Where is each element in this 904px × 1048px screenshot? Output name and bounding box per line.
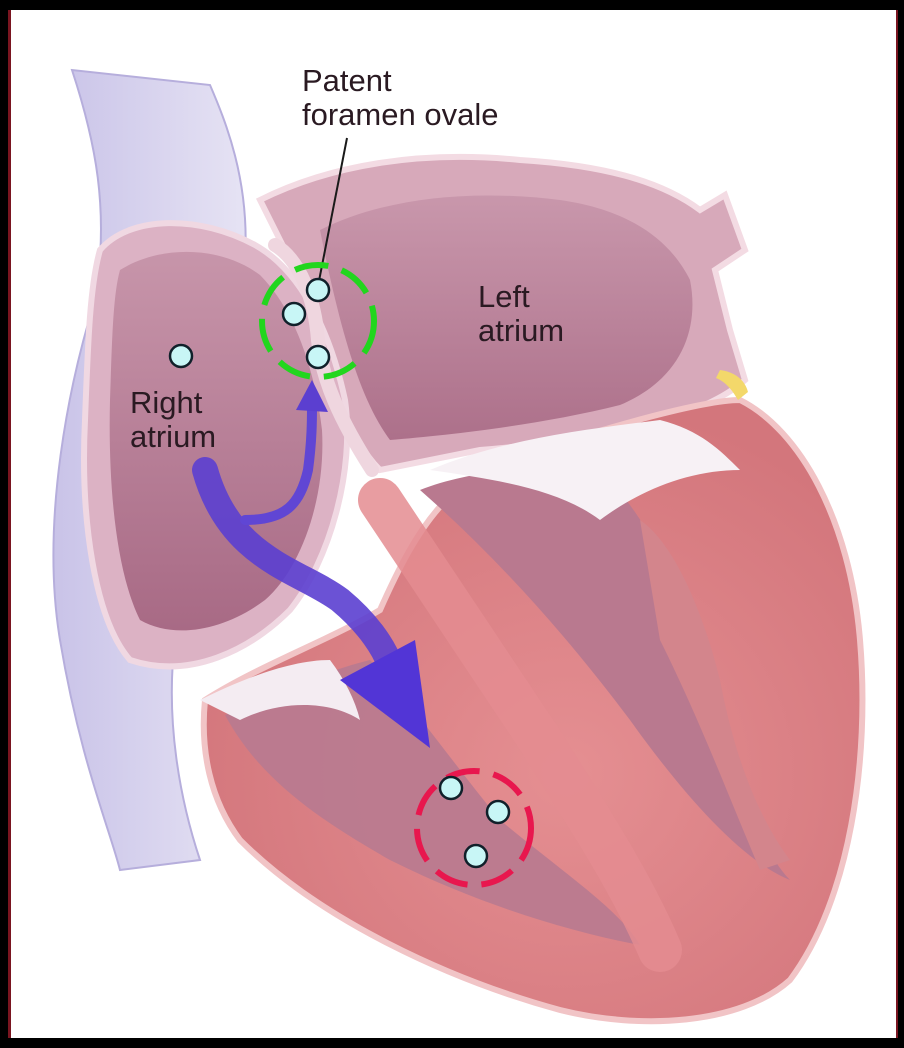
label-patent-foramen-ovale: Patent foramen ovale (302, 64, 498, 132)
marker-dot (465, 845, 487, 867)
marker-dot (283, 303, 305, 325)
marker-dot (307, 279, 329, 301)
label-line: Right (130, 386, 216, 420)
label-line: Patent (302, 64, 498, 98)
label-line: atrium (478, 314, 564, 348)
marker-dot (487, 801, 509, 823)
label-line: atrium (130, 420, 216, 454)
marker-dot (170, 345, 192, 367)
marker-dot (440, 777, 462, 799)
label-line: Left (478, 280, 564, 314)
label-right-atrium: Right atrium (130, 386, 216, 454)
label-left-atrium: Left atrium (478, 280, 564, 348)
label-line: foramen ovale (302, 98, 498, 132)
marker-dot (307, 346, 329, 368)
